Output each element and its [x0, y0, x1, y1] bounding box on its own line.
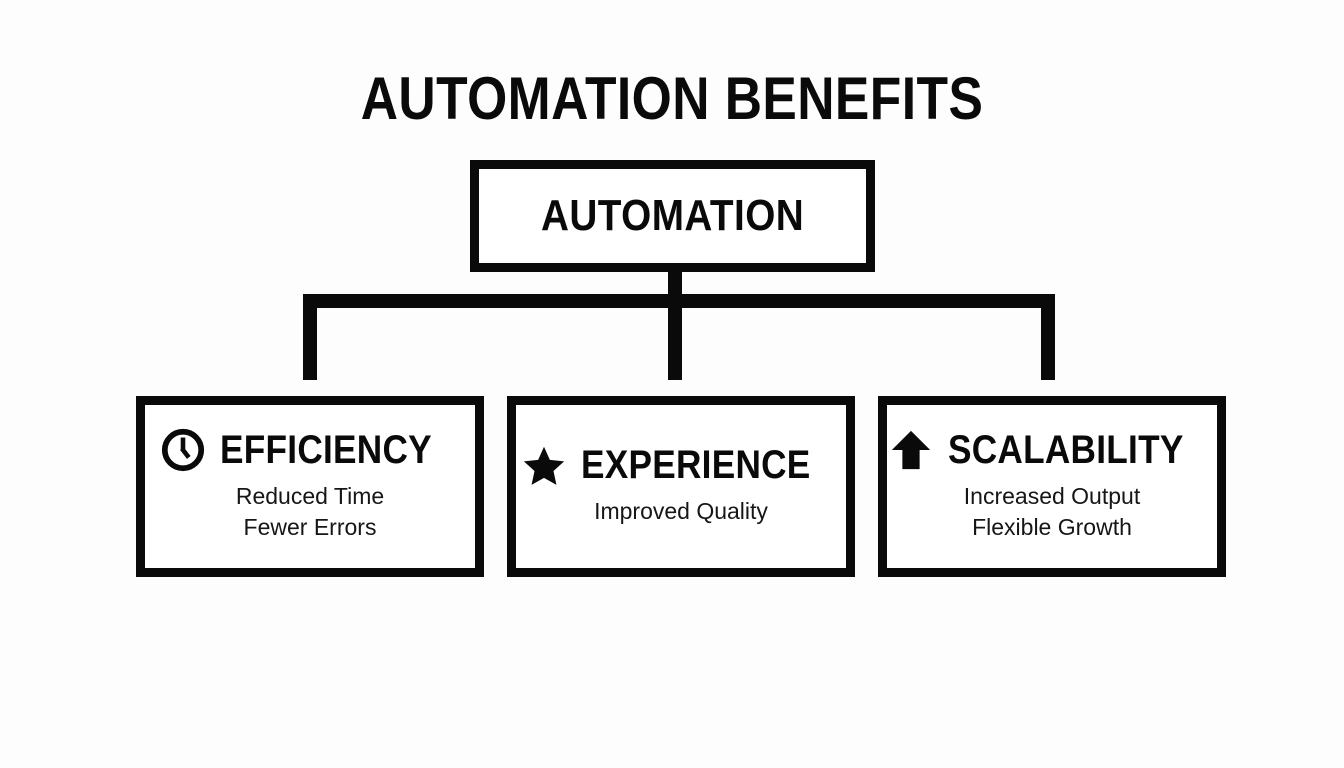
child-lines-scalability: Increased Output Flexible Growth	[964, 481, 1140, 543]
children-row: EFFICIENCY Reduced Time Fewer Errors EXP…	[136, 396, 1226, 577]
child-node-efficiency[interactable]: EFFICIENCY Reduced Time Fewer Errors	[136, 396, 484, 577]
child-node-scalability[interactable]: SCALABILITY Increased Output Flexible Gr…	[878, 396, 1226, 577]
child-title-scalability: SCALABILITY	[948, 427, 1184, 472]
child-lines-experience: Improved Quality	[594, 496, 768, 527]
child-head-efficiency: EFFICIENCY	[160, 427, 461, 473]
connector-drop-efficiency	[303, 294, 317, 380]
child-title-efficiency: EFFICIENCY	[219, 427, 432, 472]
connector-drop-scalability	[1041, 294, 1055, 380]
child-line: Reduced Time	[235, 482, 385, 509]
child-title-experience: EXPERIENCE	[580, 443, 811, 487]
child-line: Improved Quality	[594, 498, 768, 524]
clock-icon	[161, 428, 204, 471]
child-head-experience: EXPERIENCE	[521, 442, 842, 488]
child-line: Fewer Errors	[243, 513, 377, 540]
star-icon	[523, 446, 564, 485]
root-node-label: AUTOMATION	[540, 191, 805, 240]
connector-drop-experience	[668, 294, 682, 380]
child-line: Flexible Growth	[972, 513, 1132, 540]
up-arrow-icon	[891, 430, 931, 469]
child-lines-efficiency: Reduced Time Fewer Errors	[236, 481, 384, 543]
child-head-scalability: SCALABILITY	[888, 427, 1216, 473]
child-line: Increased Output	[963, 482, 1141, 509]
child-node-experience[interactable]: EXPERIENCE Improved Quality	[507, 396, 855, 577]
page-title: AUTOMATION BENEFITS	[360, 65, 984, 132]
root-node-automation[interactable]: AUTOMATION	[470, 160, 875, 272]
